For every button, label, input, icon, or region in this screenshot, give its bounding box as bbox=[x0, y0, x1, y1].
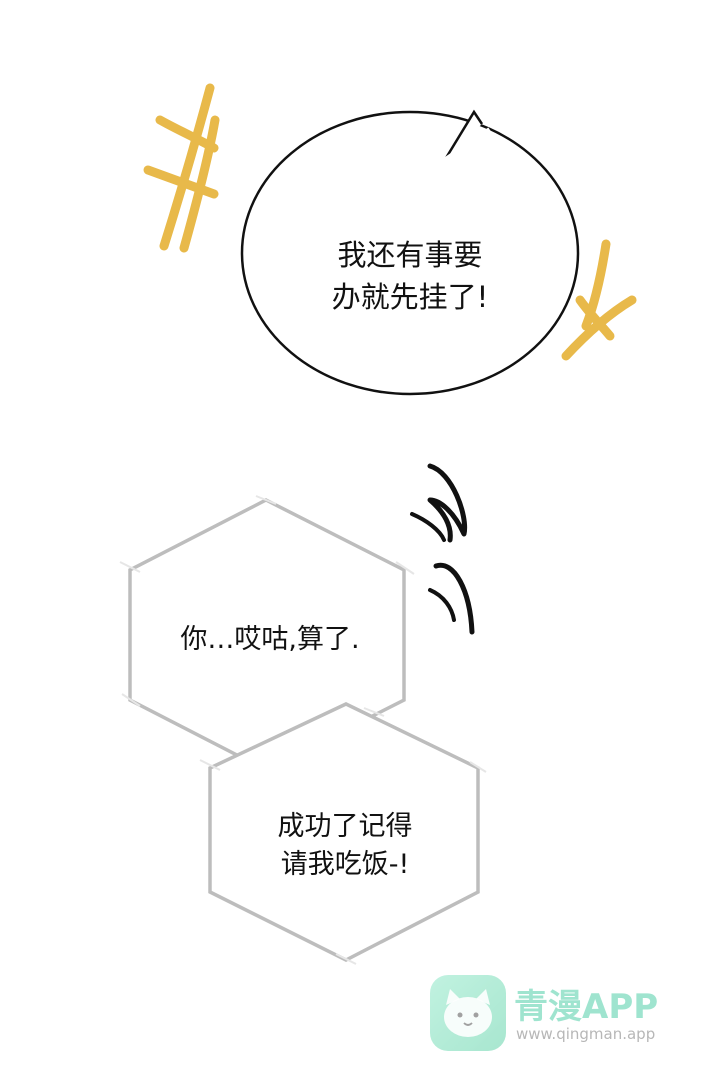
thought2-line-1: 成功了记得 bbox=[277, 811, 413, 842]
speech-line-1: 我还有事要 bbox=[337, 238, 483, 272]
speech-bubble bbox=[240, 109, 580, 396]
watermark: 青漫APP www.qingman.app bbox=[430, 975, 690, 1055]
squiggle-mark bbox=[410, 463, 475, 635]
annoyance-mark-right bbox=[561, 239, 637, 361]
speech-line-2: 办就先挂了! bbox=[331, 280, 489, 315]
corner-sparkles bbox=[119, 495, 487, 965]
cat-logo-icon bbox=[430, 975, 506, 1051]
thought-bubble-1-text: 你…哎咕,算了. bbox=[140, 620, 400, 659]
watermark-name: 青漫APP bbox=[514, 987, 659, 1027]
thought2-line-2: 请我吃饭-! bbox=[280, 849, 410, 881]
speech-bubble-text: 我还有事要 办就先挂了! bbox=[270, 234, 550, 318]
annoyance-mark-left bbox=[143, 83, 220, 253]
thought1-line-1: 你…哎咕,算了. bbox=[180, 624, 360, 655]
thought-bubble-2-text: 成功了记得 请我吃饭-! bbox=[215, 808, 475, 885]
watermark-url: www.qingman.app bbox=[516, 1025, 656, 1043]
